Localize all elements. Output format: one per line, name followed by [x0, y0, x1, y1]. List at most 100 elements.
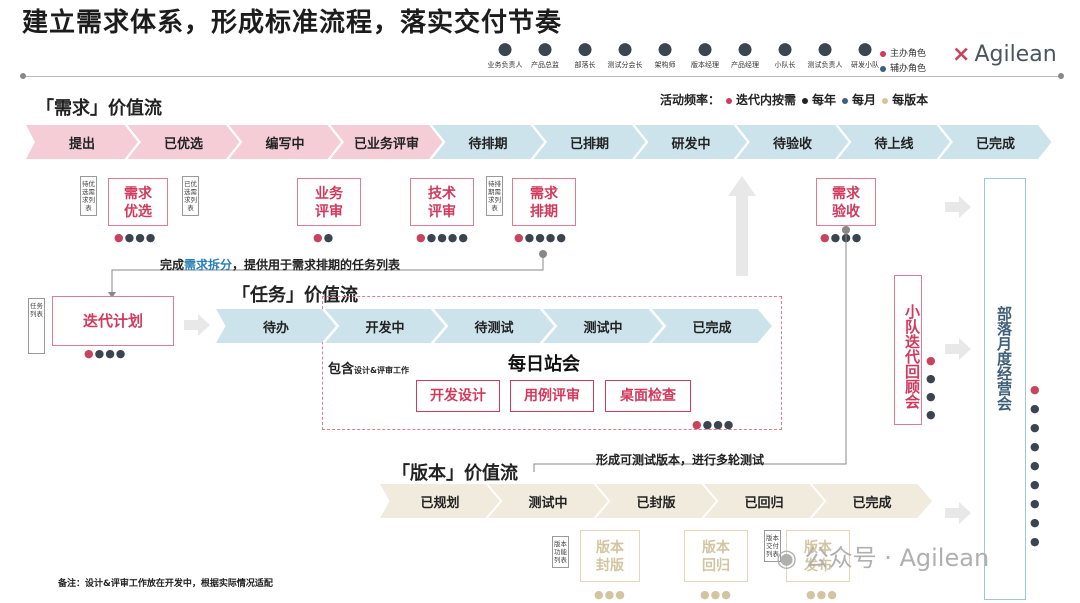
card-demand-acceptance: 需求 验收	[816, 178, 876, 226]
right-arrow-icon	[945, 338, 971, 360]
stage-3: 已业务评审	[330, 125, 443, 159]
tag-pending-schedule: 待排期需求列表	[486, 176, 503, 216]
legend-secondary: 辅办角色	[880, 61, 926, 74]
role-label: 版本经理	[691, 61, 719, 69]
role-icons: ●●●●	[926, 354, 937, 421]
role-label: 研发小队	[851, 61, 879, 69]
role-icons: ●●●●●	[416, 231, 470, 244]
role-label: 小队长	[774, 61, 796, 69]
card-team-retro: 小队迭代回顾会	[894, 275, 922, 425]
stage-2: 已封版	[596, 484, 716, 518]
role-label: 业务负责人	[487, 61, 523, 69]
role-icons: ●●●●	[692, 418, 735, 431]
stage-3: 已回归	[704, 484, 824, 518]
person-icon: ●	[777, 39, 793, 59]
work-item-case-review: 用例评审	[510, 380, 594, 412]
tag-version-delivery: 版本交付列表	[764, 530, 781, 562]
role-4: ●架构师	[638, 38, 692, 70]
presenter-icon: ●	[657, 39, 673, 59]
stage-2: 待测试	[434, 309, 554, 343]
role-9: ●研发小队	[838, 38, 892, 70]
role-label: 测试分会长	[607, 61, 643, 69]
person-gear-icon: ●	[737, 39, 753, 59]
role-1: ● 产品总监	[518, 38, 572, 70]
frequency-item: 每版本	[876, 93, 928, 107]
card-monthly-review: 部落月度经营会	[995, 306, 1013, 411]
person-gear-icon: ●	[537, 39, 553, 59]
frequency-dot-icon	[842, 97, 849, 104]
role-label: 产品总监	[531, 61, 559, 69]
role-3: ● 测试分会长	[598, 38, 652, 70]
person-star-icon: ●	[577, 39, 593, 59]
role-label: 产品经理	[731, 61, 759, 69]
frequency-legend: 活动频率：迭代内按需每年每月每版本	[660, 93, 929, 107]
role-7: ● 小队长	[758, 38, 812, 70]
wechat-watermark: ◉ 公众号 · Agilean	[776, 544, 990, 572]
divider-dot	[20, 73, 26, 79]
wechat-icon: ◉	[776, 544, 797, 572]
role-5: ● 版本经理	[678, 38, 732, 70]
monthly-frame	[984, 178, 1026, 600]
stage-1: 开发中	[325, 309, 445, 343]
task-dashed-region	[322, 296, 782, 430]
task-stream-title: 「任务」价值流	[232, 285, 358, 306]
include-note: 包含设计&评审工作	[328, 362, 409, 377]
stage-4: 已完成	[652, 309, 772, 343]
stage-0: 提出	[26, 125, 138, 159]
stage-0: 已规划	[380, 484, 500, 518]
divider-dot	[1058, 73, 1064, 79]
card-demand-selection: 需求 优选	[108, 178, 168, 226]
role-label: 测试负责人	[807, 61, 843, 69]
connector-line	[108, 250, 547, 298]
tag-selected: 已优选需求列表	[182, 176, 199, 216]
frequency-item: 每月	[836, 93, 876, 107]
connector-split-label: 完成需求拆分，提供用于需求排期的任务列表	[160, 258, 401, 272]
version-stream-title: 「版本」价值流	[392, 463, 518, 484]
role-icons: ●●●●	[84, 347, 127, 360]
role-icons: ●●●	[806, 588, 838, 601]
page-title: 建立需求体系，形成标准流程，落实交付节奏	[22, 8, 563, 38]
connector-test-label: 形成可测试版本，进行多轮测试	[596, 453, 765, 467]
header-divider	[22, 76, 1062, 77]
up-arrow-icon	[728, 176, 756, 276]
role-icons: ●●●	[700, 588, 732, 601]
tag-pending-selection: 待优选需求列表	[80, 176, 97, 216]
logo-mark-icon: ⨯	[952, 42, 971, 67]
agilean-logo: ⨯Agilean	[952, 42, 1057, 67]
stage-5: 已排期	[533, 125, 646, 159]
stage-4: 已完成	[812, 484, 932, 518]
role-8: ● 测试负责人	[798, 38, 852, 70]
stage-1: 已优选	[127, 125, 240, 159]
demand-stream-title: 「需求」价值流	[36, 98, 162, 119]
stage-6: 研发中	[635, 125, 747, 159]
card-tech-review: 技术 评审	[410, 178, 474, 226]
frequency-dot-icon	[882, 97, 889, 104]
card-iteration-plan: 迭代计划	[52, 296, 174, 346]
role-icons: ●●	[313, 231, 335, 244]
person-e-icon: ●	[697, 39, 713, 59]
tag-version-features: 版本功能列表	[552, 536, 569, 568]
right-arrow-icon	[945, 502, 971, 524]
stage-9: 已完成	[939, 125, 1052, 159]
stage-8: 待上线	[838, 125, 950, 159]
legend-primary: 主办角色	[880, 46, 926, 59]
role-label: 部落长	[574, 61, 596, 69]
tag-task-list: 任务列表	[28, 298, 45, 354]
role-6: ● 产品经理	[718, 38, 772, 70]
role-2: ● 部落长	[558, 38, 612, 70]
card-version-regression: 版本 回归	[684, 530, 748, 582]
role-icons: ●●●●●●●●●	[1030, 383, 1041, 548]
frequency-dot-icon	[802, 97, 809, 104]
stage-0: 待办	[216, 309, 336, 343]
stage-3: 测试中	[543, 309, 663, 343]
frequency-item: 迭代内按需	[720, 93, 796, 107]
role-0: ●业务负责人	[478, 38, 532, 70]
card-version-freeze: 版本 封版	[580, 530, 640, 582]
card-version-release: 版本 发布	[786, 530, 850, 582]
right-arrow-icon	[184, 314, 210, 336]
stage-1: 测试中	[488, 484, 608, 518]
person-lock-icon: ●	[617, 39, 633, 59]
secondary-dot-icon	[880, 65, 886, 72]
frequency-item: 每年	[796, 93, 836, 107]
person-gear-icon: ●	[817, 39, 833, 59]
